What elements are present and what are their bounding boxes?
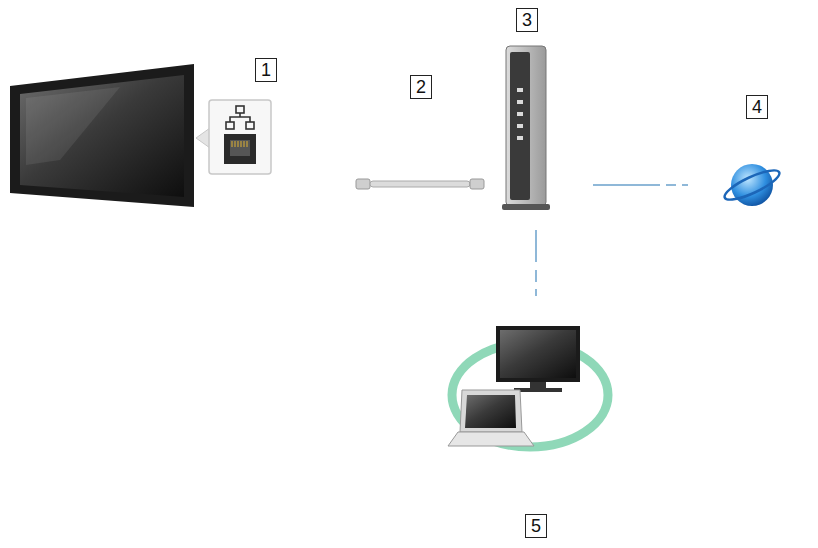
plug-left bbox=[356, 179, 370, 189]
jack-opening bbox=[230, 140, 250, 156]
callout-number: 5 bbox=[525, 514, 547, 538]
jack-latch bbox=[236, 156, 244, 160]
globe-ring bbox=[721, 165, 782, 205]
callout-number: 4 bbox=[746, 95, 768, 119]
monitor-stand bbox=[514, 388, 562, 392]
callout-number: 2 bbox=[410, 75, 432, 99]
pointer bbox=[196, 128, 210, 148]
tv-screen bbox=[20, 75, 184, 197]
router-front bbox=[510, 52, 530, 200]
lan-port-icon bbox=[196, 100, 271, 174]
tv-frame bbox=[10, 64, 194, 207]
internet-globe bbox=[721, 164, 782, 206]
router-body bbox=[506, 46, 546, 206]
link-dashes bbox=[535, 230, 537, 296]
monitor-frame bbox=[496, 326, 580, 382]
link-dashes bbox=[666, 184, 688, 186]
laptop-lid bbox=[460, 390, 522, 432]
router-lights bbox=[517, 88, 523, 140]
router-base bbox=[502, 204, 550, 210]
rj45-jack bbox=[224, 134, 256, 164]
network-symbol bbox=[226, 106, 254, 129]
tv-set bbox=[10, 64, 194, 207]
monitor-screen bbox=[500, 330, 576, 378]
monitor-neck bbox=[530, 382, 546, 388]
port-panel bbox=[209, 100, 271, 174]
router bbox=[502, 46, 550, 210]
callout-number: 3 bbox=[516, 8, 538, 32]
laptop-screen bbox=[465, 395, 516, 428]
callout-number: 1 bbox=[255, 58, 277, 82]
tv-glare bbox=[26, 87, 120, 165]
lan-cable bbox=[356, 179, 484, 189]
laptop-base bbox=[448, 432, 534, 446]
link-line bbox=[593, 184, 660, 186]
plug-right bbox=[470, 179, 484, 189]
network-devices bbox=[448, 326, 608, 447]
jack-pins bbox=[232, 141, 247, 147]
cable-body bbox=[370, 181, 470, 187]
